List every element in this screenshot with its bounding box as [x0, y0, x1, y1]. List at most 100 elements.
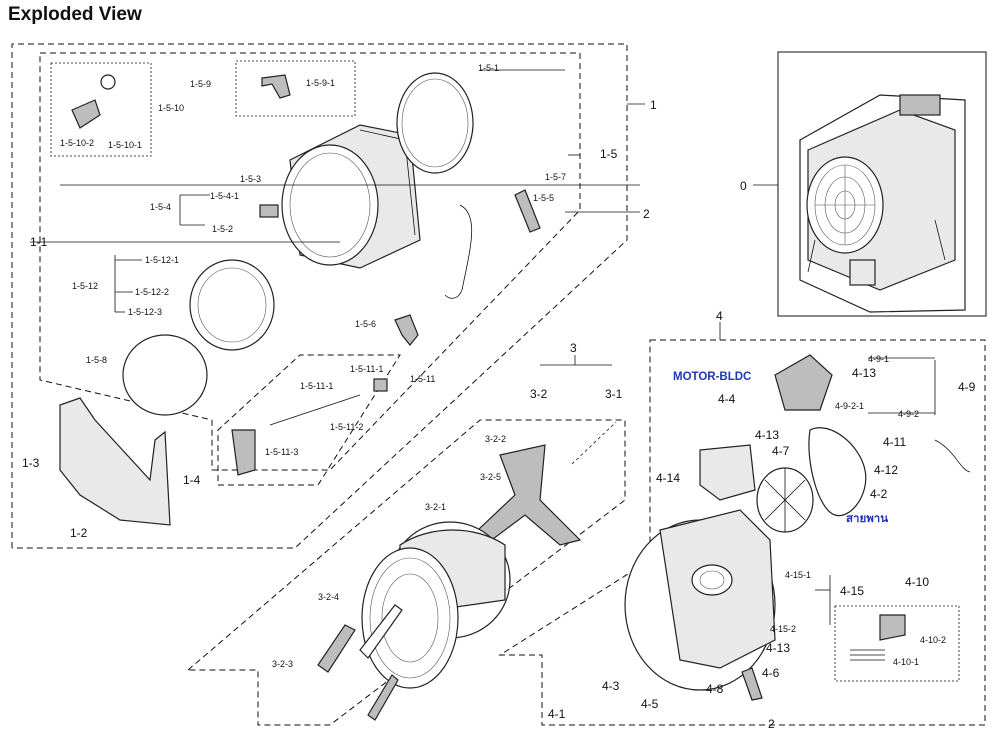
pressure-sensor: [373, 378, 388, 392]
drum-lifter: [317, 624, 356, 673]
label-4-5: 4-5: [641, 697, 659, 711]
label-4-2: 4-2: [870, 487, 888, 501]
hose-joint: [394, 314, 419, 346]
label-1-5-6: 1-5-6: [355, 319, 376, 329]
label-4-10: 4-10: [905, 575, 929, 589]
label-4-15-2: 4-15-2: [770, 624, 796, 634]
label-4-9-2-1: 4-9-2-1: [835, 401, 864, 411]
label-1-5-12-3: 1-5-12-3: [128, 307, 162, 317]
label-1-5-4: 1-5-4: [150, 202, 171, 212]
label-1-5-10-1: 1-5-10-1: [108, 140, 142, 150]
label-3-1: 3-1: [605, 387, 623, 401]
label-4-13c: 4-13: [766, 641, 790, 655]
label-4-15-1: 4-15-1: [785, 570, 811, 580]
label-1-5-12-1: 1-5-12-1: [145, 255, 179, 265]
label-1-5-2: 1-5-2: [212, 224, 233, 234]
label-group-4: 4: [716, 309, 723, 323]
label-3-2-4: 3-2-4: [318, 592, 339, 602]
label-group-1: 1: [650, 98, 657, 112]
label-1-5-12: 1-5-12: [72, 281, 98, 291]
group-1-5-9-boundary: [235, 60, 356, 117]
tub-gasket-ring: [396, 72, 474, 174]
label-1-5-9-1: 1-5-9-1: [306, 78, 335, 88]
label-3-2-5: 3-2-5: [480, 472, 501, 482]
label-4-9-2: 4-9-2: [898, 409, 919, 419]
damper: [514, 189, 541, 233]
label-1-5-10: 1-5-10: [158, 103, 184, 113]
label-group-0: 0: [740, 179, 747, 193]
group-4-10-boundary: [834, 605, 960, 682]
heater-bracket: [259, 204, 279, 218]
label-3-2-3: 3-2-3: [272, 659, 293, 669]
drum-lifter-2: [367, 674, 399, 721]
drive-belt: [808, 427, 867, 517]
label-4-9-1: 4-9-1: [868, 354, 889, 364]
label-3-2-2: 3-2-2: [485, 434, 506, 444]
label-4-10-1: 4-10-1: [893, 657, 919, 667]
group-1-boundary: [11, 43, 628, 549]
group-1-5-11-boundary: [217, 354, 401, 486]
heater-element: [850, 649, 885, 661]
group-4-boundary: [498, 339, 986, 726]
drum-spider: [477, 444, 582, 546]
label-4-3: 4-3: [602, 679, 620, 693]
label-4-13b: 4-13: [755, 428, 779, 442]
tub-frame: [59, 397, 171, 526]
wire-harness: [934, 439, 971, 473]
hose-connector: [71, 99, 101, 129]
assembled-washer-unit: [799, 94, 966, 313]
label-1-5-3: 1-5-3: [240, 174, 261, 184]
door-seal-ring: [122, 334, 208, 416]
label-1-4: 1-4: [183, 473, 201, 487]
motor-mount-bracket: [699, 444, 756, 501]
label-4-15: 4-15: [840, 584, 864, 598]
pulley-wheel: [756, 467, 814, 533]
label-1-5-8: 1-5-8: [86, 355, 107, 365]
label-1-5-1: 1-5-1: [478, 63, 499, 73]
page-title: Exploded View: [8, 4, 142, 25]
label-4-4: 4-4: [718, 392, 736, 406]
label-1-5-11: 1-5-11: [410, 374, 435, 384]
rear-tub: [624, 509, 776, 691]
label-1-3: 1-3: [22, 456, 40, 470]
annotation-motor: MOTOR-BLDC: [673, 371, 751, 383]
label-1-5-12-2: 1-5-12-2: [135, 287, 169, 297]
annotation-belt: สายพาน: [846, 513, 888, 525]
label-4-1: 4-1: [548, 707, 566, 721]
label-1-5-10-2: 1-5-10-2: [60, 138, 94, 148]
tub-front-cover: [189, 259, 275, 351]
label-2a: 2: [643, 207, 650, 221]
label-1-5: 1-5: [600, 147, 618, 161]
drum-lifter-3: [359, 604, 403, 659]
label-1-5-7: 1-5-7: [545, 172, 566, 182]
label-1-5-11-2: 1-5-11-2: [330, 422, 363, 432]
label-4-9: 4-9: [958, 380, 976, 394]
label-4-10-2: 4-10-2: [920, 635, 946, 645]
bldc-motor: [774, 354, 833, 411]
label-2b: 2: [768, 717, 775, 731]
label-group-3: 3: [570, 341, 577, 355]
inlet-hose: [261, 74, 291, 99]
label-4-13a: 4-13: [852, 366, 876, 380]
label-1-5-11-1b: 1-5-11-1: [300, 381, 333, 391]
label-1-2: 1-2: [70, 526, 88, 540]
label-3-2-1: 3-2-1: [425, 502, 446, 512]
label-4-6: 4-6: [762, 666, 780, 680]
group-1-5-10-boundary: [50, 62, 152, 157]
leader-lines: [30, 69, 936, 625]
group-1-5-boundary: [39, 52, 581, 471]
drain-pump-hose: [231, 429, 256, 476]
label-1-5-4-1: 1-5-4-1: [210, 191, 239, 201]
rear-damper: [741, 667, 763, 701]
group-0-boundary: [777, 51, 987, 317]
label-3-2: 3-2: [530, 387, 548, 401]
label-4-8: 4-8: [706, 682, 724, 696]
heater-connector: [879, 614, 906, 641]
label-1-1: 1-1: [30, 235, 48, 249]
label-4-14: 4-14: [656, 471, 680, 485]
label-4-7: 4-7: [772, 444, 790, 458]
hose-clamp: [100, 74, 116, 90]
label-4-12: 4-12: [874, 463, 898, 477]
label-1-5-11-1a: 1-5-11-1: [350, 364, 383, 374]
